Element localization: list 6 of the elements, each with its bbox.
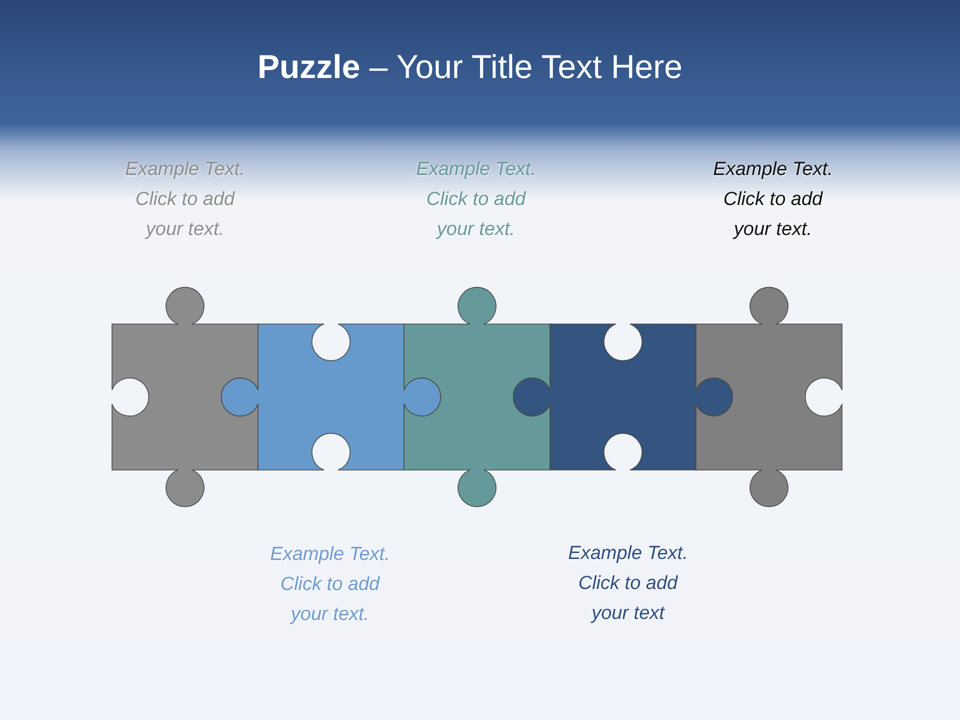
slide-title: Puzzle – Your Title Text Here (256, 48, 684, 86)
placeholder-text: Example Text. Click to add your text. (415, 158, 537, 242)
placeholder-text: Example Text. Click to add your text. (124, 158, 246, 242)
placeholder-text: Example Text. Click to add your text. (712, 158, 834, 242)
placeholder-text: Example Text. Click to add your text (567, 542, 689, 626)
placeholder-text: Example Text. Click to add your text. (269, 543, 391, 627)
